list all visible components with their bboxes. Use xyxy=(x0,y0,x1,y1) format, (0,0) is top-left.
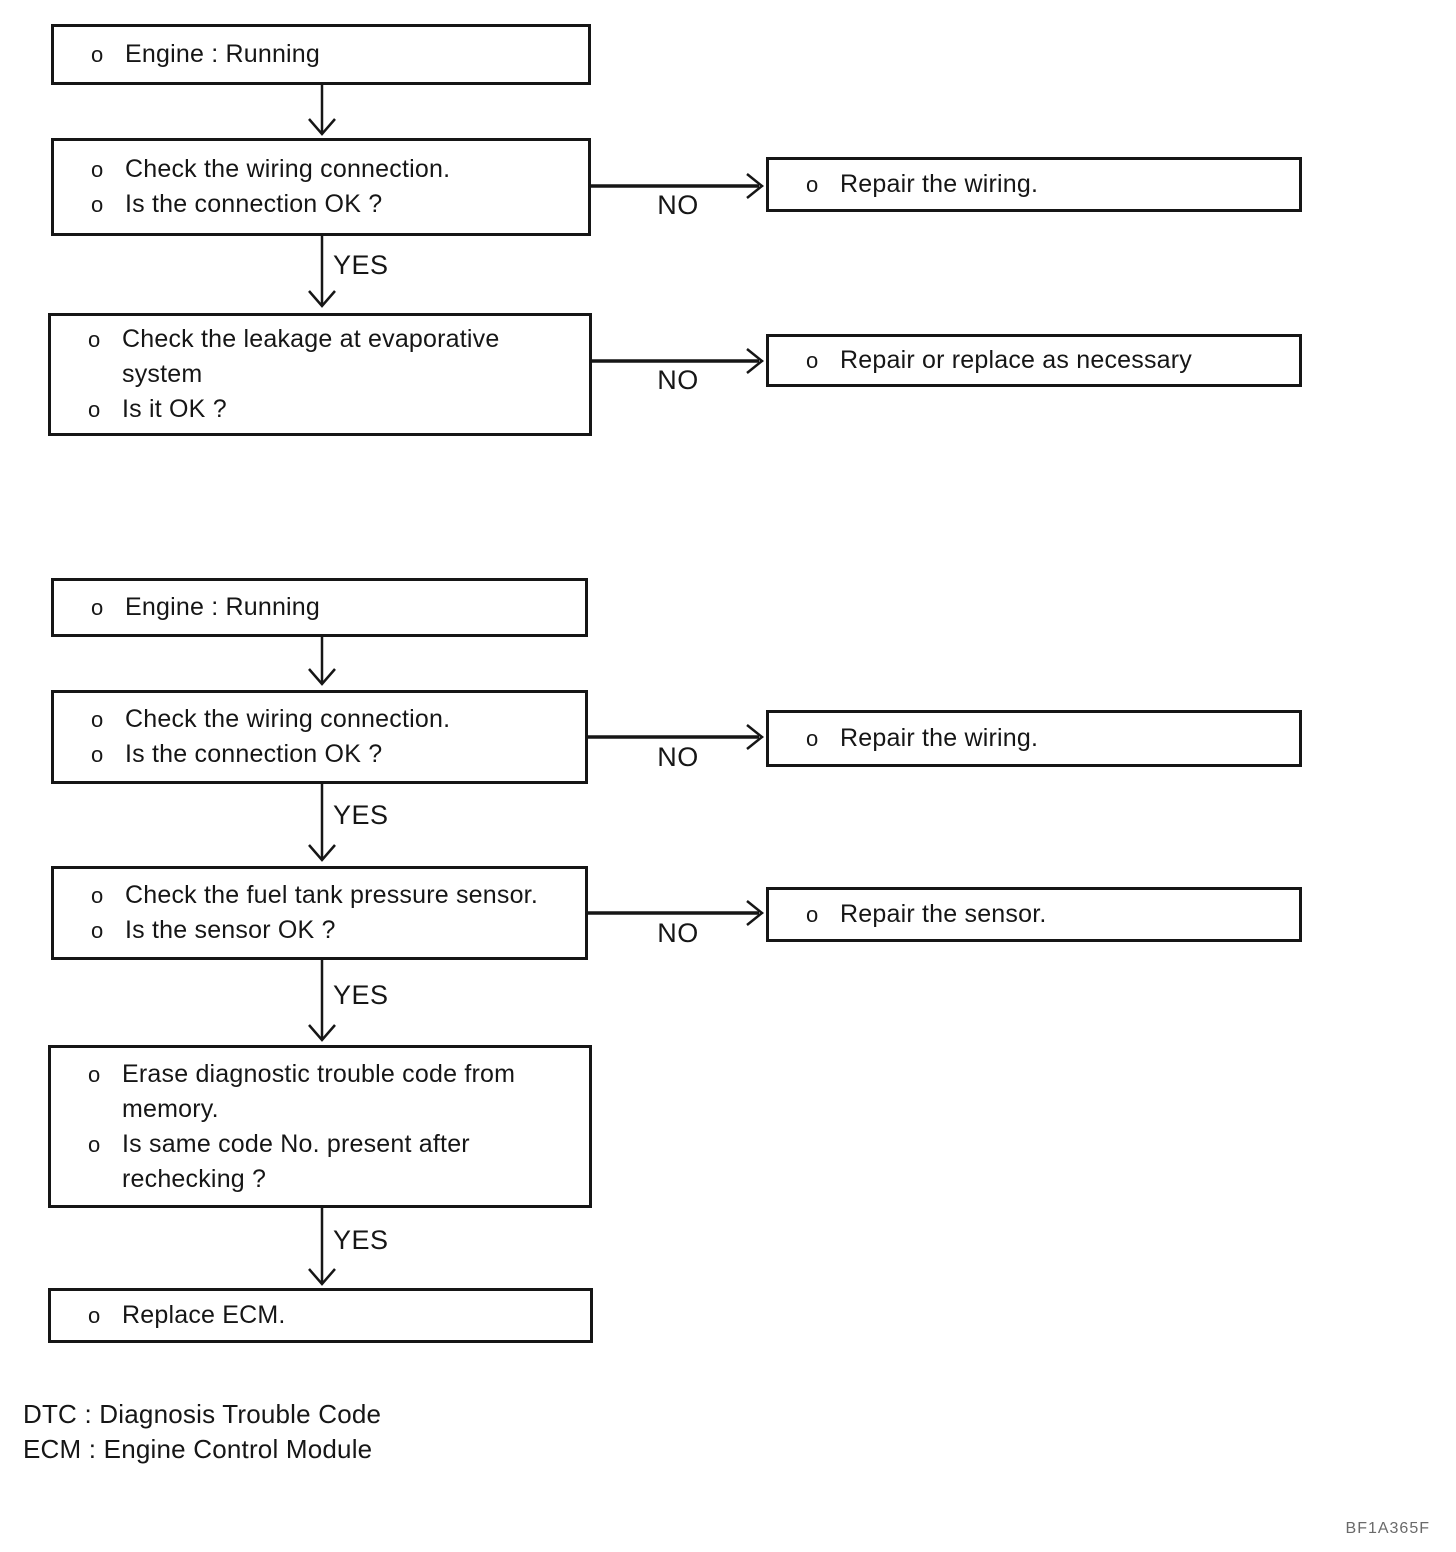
bullet-marker: o xyxy=(91,192,104,217)
flow2-erase-dtc-text: Erase diagnostic trouble code from memor… xyxy=(122,1059,516,1123)
flow2-repair-sensor-text: Repair the sensor. xyxy=(840,900,1047,928)
flow1-repair-replace-box: o Repair or replace as necessary xyxy=(766,334,1302,387)
flow2-engine-text: Engine : Running xyxy=(125,593,321,621)
flow2-no-label-1: NO xyxy=(657,742,699,772)
bullet-marker: o xyxy=(91,595,104,620)
flow2-repair-sensor-box: o Repair the sensor. xyxy=(766,887,1302,942)
arrow-flow1-wiring-yes xyxy=(308,236,336,308)
flow1-no-label-1: NO xyxy=(657,190,699,220)
bullet-marker: o xyxy=(88,397,101,422)
bullet-row: o Erase diagnostic trouble code from mem… xyxy=(88,1057,577,1127)
bullet-marker: o xyxy=(91,918,104,943)
bullet-row: o Engine : Running xyxy=(91,590,573,625)
flow1-repair-replace-text: Repair or replace as necessary xyxy=(840,346,1192,374)
bullet-row: o Check the fuel tank pressure sensor. xyxy=(91,878,573,913)
legend-ecm: ECM : Engine Control Module xyxy=(23,1434,373,1464)
flow2-sensor-ok-text: Is the sensor OK ? xyxy=(125,916,336,944)
bullet-marker: o xyxy=(806,172,819,197)
flow1-check-wiring-box: o Check the wiring connection. o Is the … xyxy=(51,138,591,236)
bullet-row: o Repair or replace as necessary xyxy=(806,343,1287,378)
flow1-check-leakage-text: Check the leakage at evaporative system xyxy=(122,325,500,388)
bullet-row: o Replace ECM. xyxy=(88,1298,578,1333)
bullet-row: o Is same code No. present after recheck… xyxy=(88,1127,577,1197)
bullet-marker: o xyxy=(91,157,104,182)
bullet-row: o Is the connection OK ? xyxy=(91,737,573,772)
bullet-marker: o xyxy=(806,348,819,373)
flow2-no-label-2: NO xyxy=(657,918,699,948)
flow2-check-sensor-box: o Check the fuel tank pressure sensor. o… xyxy=(51,866,588,960)
bullet-marker: o xyxy=(91,742,104,767)
flow1-check-leakage-box: o Check the leakage at evaporative syste… xyxy=(48,313,592,436)
bullet-row: o Is the sensor OK ? xyxy=(91,913,573,948)
arrow-flow2-erase-yes xyxy=(308,1208,336,1286)
bullet-marker: o xyxy=(91,883,104,908)
flow2-check-wiring-box: o Check the wiring connection. o Is the … xyxy=(51,690,588,784)
arrow-flow2-engine-to-wiring xyxy=(308,637,336,686)
flow1-connection-ok-text: Is the connection OK ? xyxy=(125,190,383,218)
bullet-row: o Is the connection OK ? xyxy=(91,187,576,222)
flow2-yes-label-1: YES xyxy=(333,800,389,830)
bullet-row: o Repair the wiring. xyxy=(806,167,1287,202)
flow1-repair-wiring-box: o Repair the wiring. xyxy=(766,157,1302,212)
bullet-marker: o xyxy=(91,707,104,732)
document-code: BF1A365F xyxy=(1345,1520,1430,1537)
flow2-engine-box: o Engine : Running xyxy=(51,578,588,637)
flow1-engine-box: o Engine : Running xyxy=(51,24,591,85)
flow1-repair-wiring-text: Repair the wiring. xyxy=(840,170,1039,198)
legend-dtc: DTC : Diagnosis Trouble Code xyxy=(23,1399,382,1429)
bullet-marker: o xyxy=(91,42,104,67)
flow2-same-code-text: Is same code No. present after recheckin… xyxy=(122,1129,470,1193)
bullet-row: o Check the wiring connection. xyxy=(91,702,573,737)
bullet-marker: o xyxy=(88,1131,101,1157)
flow1-engine-text: Engine : Running xyxy=(125,40,321,68)
flow1-check-wiring-text: Check the wiring connection. xyxy=(125,155,451,183)
flow2-yes-label-3: YES xyxy=(333,1225,389,1255)
flow2-connection-ok-text: Is the connection OK ? xyxy=(125,740,383,768)
flow2-repair-wiring-text: Repair the wiring. xyxy=(840,724,1039,752)
flow2-check-sensor-text: Check the fuel tank pressure sensor. xyxy=(125,881,538,909)
bullet-marker: o xyxy=(88,327,101,352)
flow2-check-wiring-text: Check the wiring connection. xyxy=(125,705,451,733)
bullet-marker: o xyxy=(806,726,819,751)
arrow-flow2-sensor-yes xyxy=(308,960,336,1042)
bullet-marker: o xyxy=(806,902,819,927)
bullet-row: o Check the leakage at evaporative syste… xyxy=(88,322,577,392)
flow2-erase-dtc-box: o Erase diagnostic trouble code from mem… xyxy=(48,1045,592,1208)
flow1-no-label-2: NO xyxy=(657,365,699,395)
flow1-is-it-ok-text: Is it OK ? xyxy=(122,395,227,423)
flow1-yes-label-1: YES xyxy=(333,250,389,280)
arrow-flow2-wiring-yes xyxy=(308,784,336,862)
bullet-marker: o xyxy=(88,1061,101,1087)
bullet-row: o Repair the sensor. xyxy=(806,897,1287,932)
flow2-repair-wiring-box: o Repair the wiring. xyxy=(766,710,1302,767)
flow2-replace-ecm-text: Replace ECM. xyxy=(122,1301,286,1329)
bullet-row: o Repair the wiring. xyxy=(806,721,1287,756)
bullet-row: o Is it OK ? xyxy=(88,392,577,427)
bullet-row: o Check the wiring connection. xyxy=(91,152,576,187)
arrow-flow1-engine-to-wiring xyxy=(308,85,336,136)
bullet-marker: o xyxy=(88,1303,101,1328)
flow2-yes-label-2: YES xyxy=(333,980,389,1010)
bullet-row: o Engine : Running xyxy=(91,37,576,72)
flow2-replace-ecm-box: o Replace ECM. xyxy=(48,1288,593,1343)
